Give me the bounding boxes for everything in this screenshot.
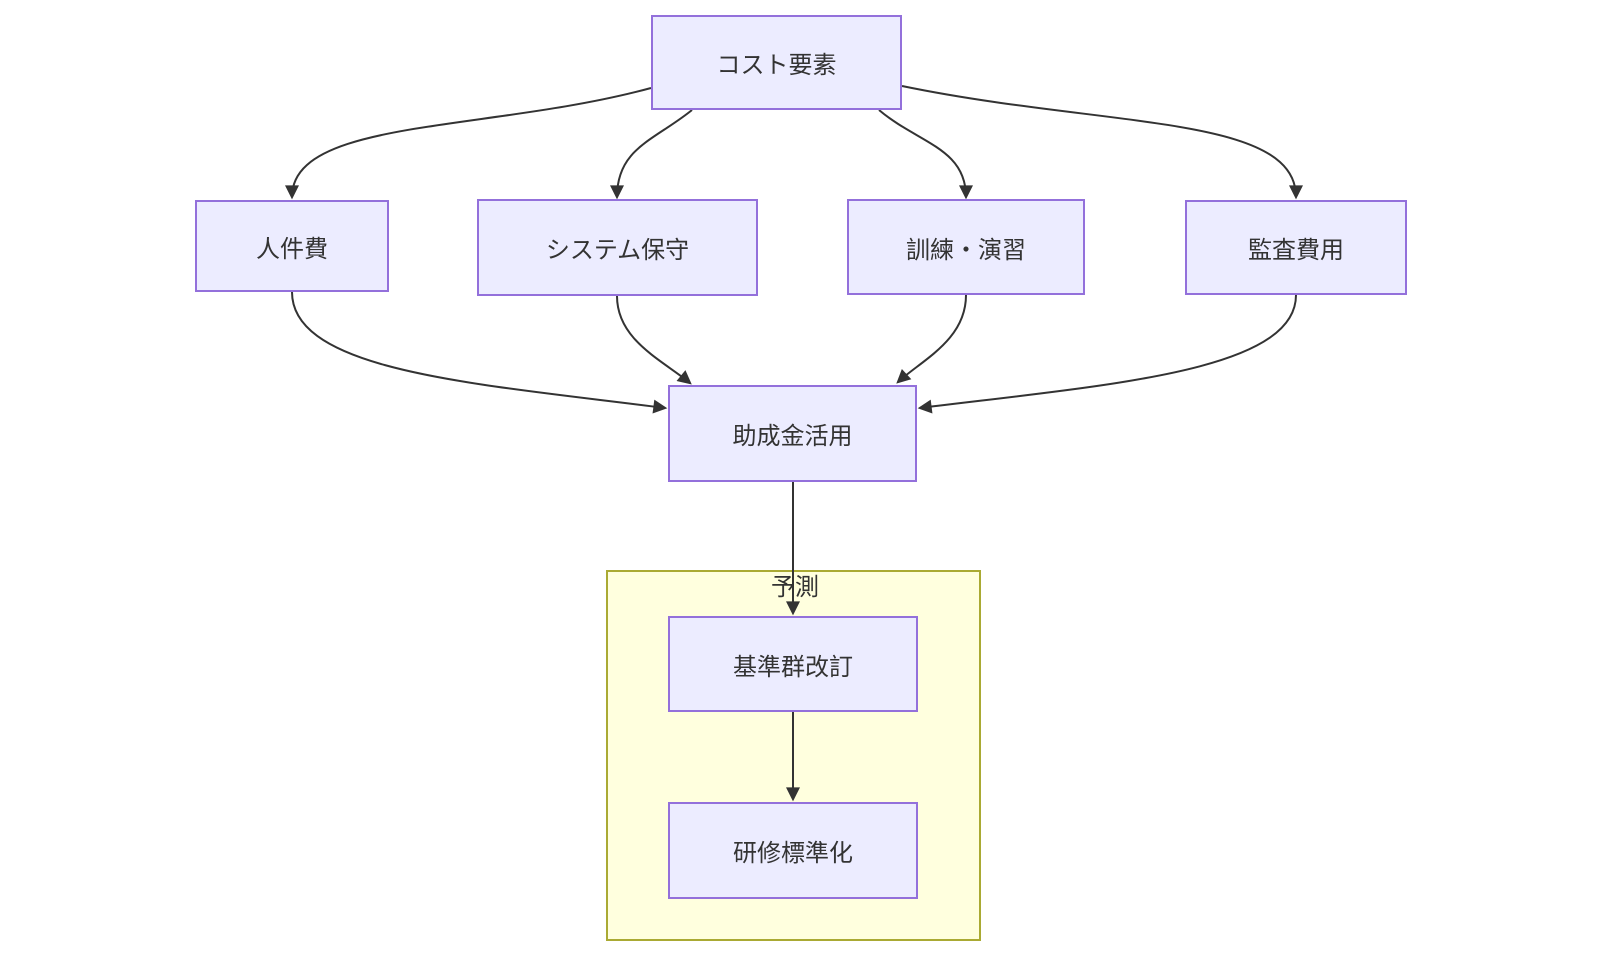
node-training-standardization: 研修標準化 [668,802,918,899]
edge-cost-to-training-exercise [878,109,973,200]
edge-training-exercise-to-subsidy [896,294,967,384]
node-training-standardization-label: 研修標準化 [733,840,853,867]
node-training-exercise-label: 訓練・演習 [906,236,1026,264]
node-system-maintenance: システム保守 [477,199,758,296]
subgraph-forecast-label: 予測 [771,574,819,601]
node-standards-revision-label: 基準群改訂 [733,653,853,681]
edge-cost-to-personnel [285,87,652,200]
node-cost-elements-label: コスト要素 [716,52,837,79]
node-subsidy-utilization: 助成金活用 [668,385,917,482]
node-cost-elements: コスト要素 [651,15,902,110]
edge-cost-to-system-maintenance [610,109,693,200]
node-audit-cost-label: 監査費用 [1248,237,1344,264]
node-training-exercise: 訓練・演習 [847,199,1085,295]
node-personnel-cost: 人件費 [195,200,389,292]
edge-system-maintenance-to-subsidy [616,295,692,385]
node-system-maintenance-label: システム保守 [545,237,690,264]
node-subsidy-utilization-label: 助成金活用 [732,423,853,450]
edge-personnel-to-subsidy [291,291,668,414]
node-standards-revision: 基準群改訂 [668,616,918,712]
edge-cost-to-audit [901,85,1303,200]
node-personnel-cost-label: 人件費 [256,235,328,263]
edge-audit-to-subsidy [917,294,1297,414]
node-audit-cost: 監査費用 [1185,200,1407,295]
